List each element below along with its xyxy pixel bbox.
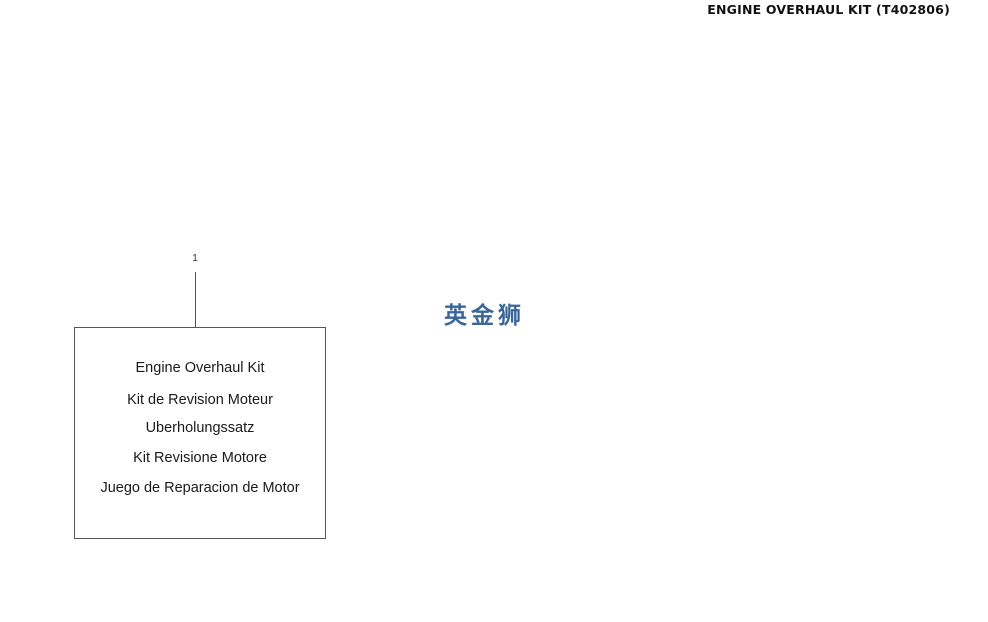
kit-label-english: Engine Overhaul Kit: [135, 360, 265, 376]
kit-label-french: Kit de Revision Moteur: [127, 392, 273, 408]
kit-label-italian: Kit Revisione Motore: [133, 450, 267, 466]
kit-label-box: Engine Overhaul Kit Kit de Revision Mote…: [74, 327, 326, 539]
callout-leader-line: [195, 272, 196, 327]
callout-number: 1: [192, 253, 198, 264]
kit-label-spanish: Juego de Reparacion de Motor: [100, 480, 300, 496]
page-title: ENGINE OVERHAUL KIT (T402806): [707, 2, 950, 17]
kit-label-german: Uberholungssatz: [145, 420, 255, 436]
watermark-logo: 英金狮: [444, 303, 525, 329]
